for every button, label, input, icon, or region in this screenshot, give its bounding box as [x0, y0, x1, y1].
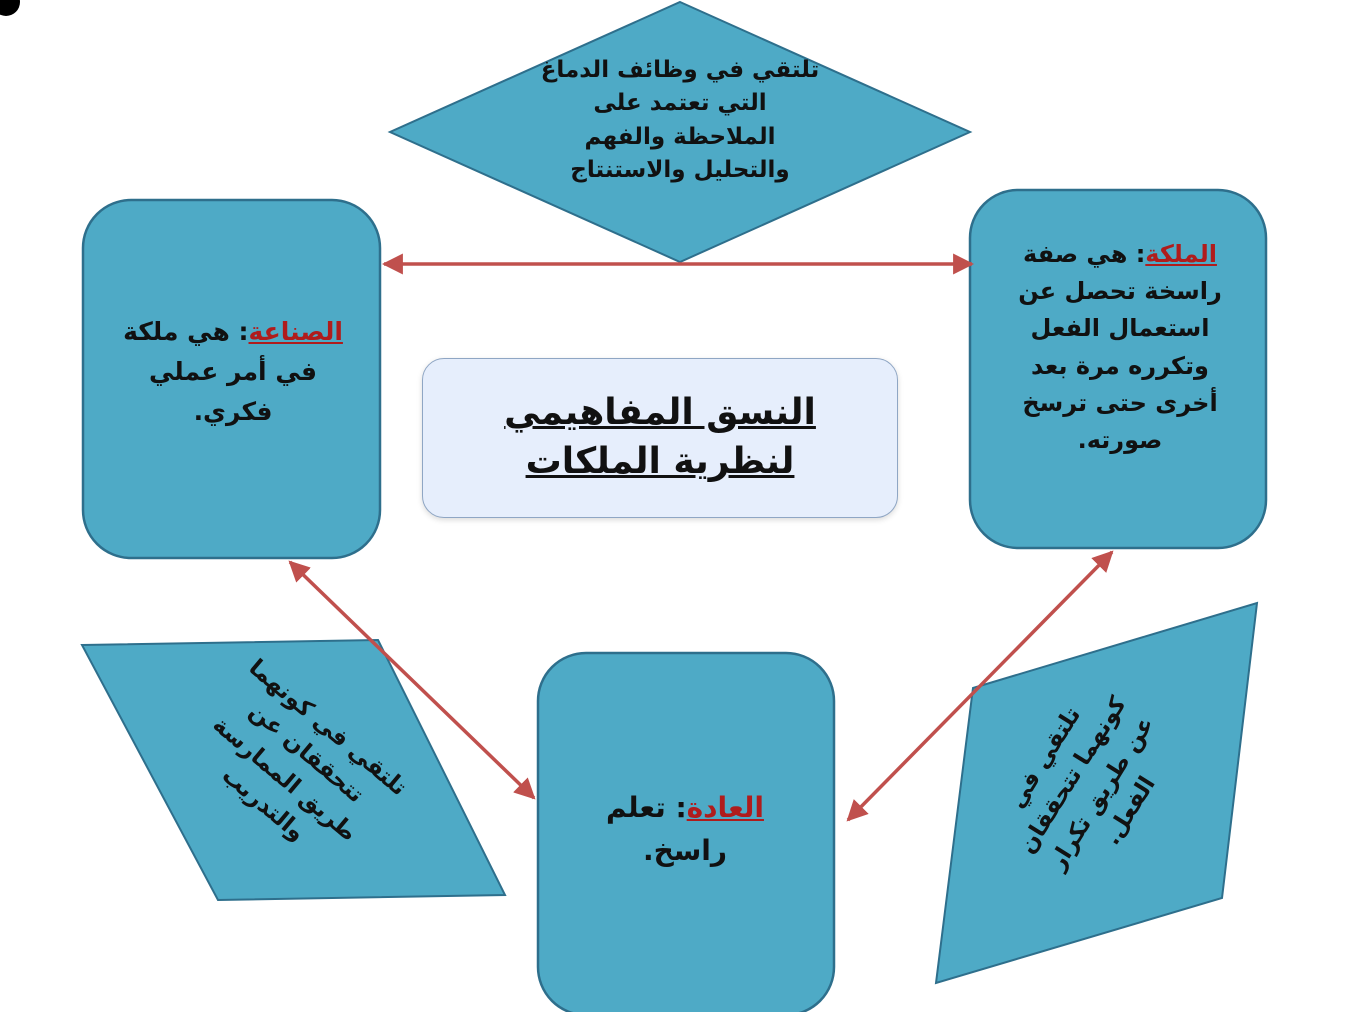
- aada-text: العادة: تعلم راسخ.: [585, 786, 785, 873]
- sinaa-text: الصناعة: هي ملكة في أمر عملي فكري.: [108, 312, 358, 432]
- page-title: النسق المفاهيمي لنظرية الملكات: [504, 392, 816, 482]
- diamond-text: تلتقي في وظائف الدماغ التي تعتمد على الم…: [540, 57, 820, 184]
- aada-definition: : تعلم راسخ.: [606, 791, 728, 868]
- sinaa-box: [81, 198, 382, 560]
- aada-term: العادة: [686, 791, 764, 824]
- malaka-term: الملكة: [1145, 240, 1217, 268]
- malaka-text: الملكة: هي صفة راسخة تحصل عن استعمال الف…: [1000, 236, 1240, 459]
- malaka-box: [968, 188, 1268, 550]
- malaka-definition: : هي صفة راسخة تحصل عن استعمال الفعل وتك…: [1018, 240, 1222, 454]
- sinaa-term: الصناعة: [248, 317, 343, 346]
- arrow-sinaa-aada: [288, 560, 536, 800]
- arrow-malaka-aada: [846, 550, 1114, 822]
- title-box: النسق المفاهيمي لنظرية الملكات: [422, 358, 898, 518]
- sinaa-definition: : هي ملكة في أمر عملي فكري.: [123, 317, 317, 426]
- aada-box: [536, 651, 836, 1012]
- corner-dot: [0, 0, 20, 16]
